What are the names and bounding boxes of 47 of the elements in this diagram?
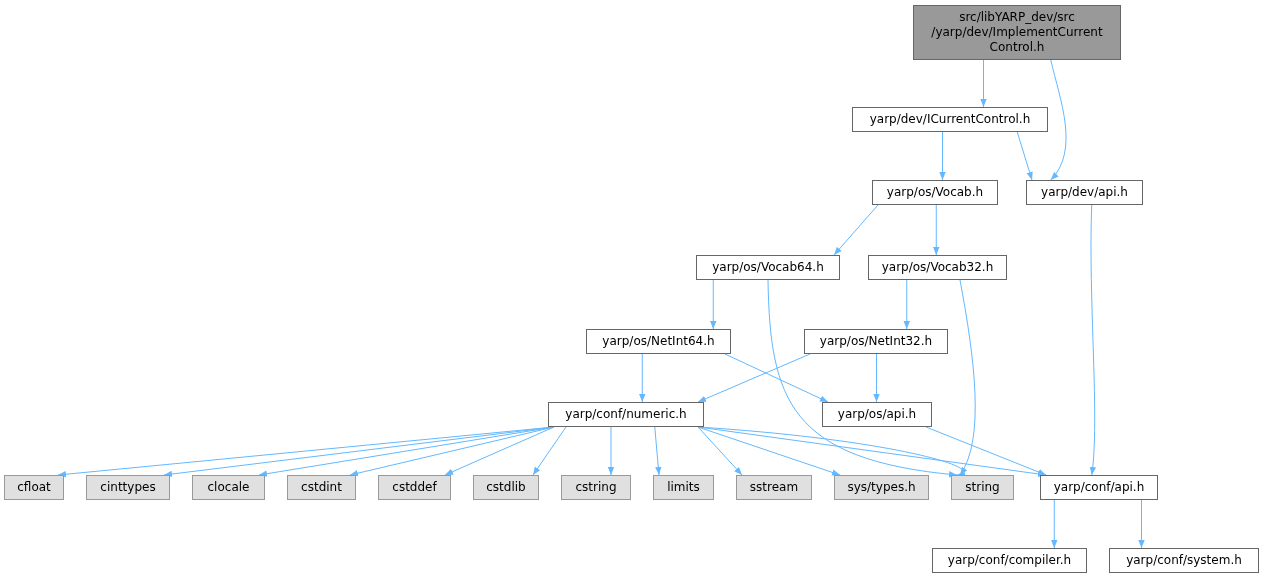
header-file-box: yarp/conf/api.h (1040, 475, 1158, 500)
header-file-box: yarp/os/Vocab32.h (868, 255, 1007, 280)
system-header-box: sstream (736, 475, 812, 500)
system-header-box: limits (653, 475, 714, 500)
system-header-box: clocale (192, 475, 265, 500)
source-file-box: src/libYARP_dev/src /yarp/dev/ImplementCurrent Control.h (913, 5, 1121, 60)
dependency-arrow (639, 353, 646, 403)
system-header-box: sys/types.h (834, 475, 929, 500)
dependency-arrow (654, 426, 662, 476)
system-header-box: cstring (561, 475, 631, 500)
dependency-arrow (532, 426, 567, 476)
dependency-arrow (1138, 499, 1145, 549)
dependency-arrow (925, 426, 1047, 476)
dependency-arrow (607, 426, 615, 476)
dependency-arrow (1050, 59, 1067, 181)
system-header-box: cfloat (4, 475, 64, 500)
dependency-arrow (980, 59, 987, 108)
dependency-arrow (933, 204, 940, 256)
system-header-box: cinttypes (86, 475, 170, 500)
dependency-arrow (1089, 204, 1096, 476)
system-header-box: cstdint (287, 475, 356, 500)
dependency-arrow (939, 131, 946, 181)
dependency-arrow (873, 353, 880, 403)
header-file-box: yarp/dev/ICurrentControl.h (852, 107, 1048, 132)
header-file-box: yarp/conf/compiler.h (932, 548, 1087, 573)
dependency-arrow (349, 426, 555, 477)
dependency-arrow (1016, 131, 1033, 181)
dependency-arrow (697, 426, 743, 476)
header-file-box: yarp/os/Vocab.h (872, 180, 998, 205)
dependency-arrow (724, 353, 829, 403)
dependency-arrow (697, 353, 811, 403)
dependency-arrow (710, 279, 717, 330)
header-file-box: yarp/os/NetInt32.h (804, 329, 948, 354)
header-file-box: yarp/dev/api.h (1026, 180, 1143, 205)
dependency-arrow (767, 279, 958, 478)
header-file-box: yarp/os/api.h (822, 402, 932, 427)
dependency-arrow (1051, 499, 1058, 549)
header-file-box: yarp/conf/system.h (1109, 548, 1259, 573)
system-header-box: string (951, 475, 1014, 500)
header-file-box: yarp/os/Vocab64.h (696, 255, 840, 280)
system-header-box: cstddef (378, 475, 451, 500)
dependency-arrow (833, 204, 879, 256)
dependency-arrow (444, 426, 555, 476)
header-file-box: yarp/conf/numeric.h (548, 402, 704, 427)
system-header-box: cstdlib (473, 475, 539, 500)
dependency-arrow (903, 279, 910, 330)
header-file-box: yarp/os/NetInt64.h (586, 329, 731, 354)
